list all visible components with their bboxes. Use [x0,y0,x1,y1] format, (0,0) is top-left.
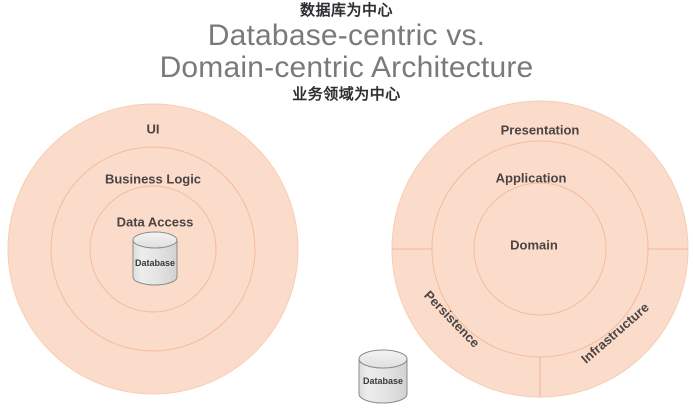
database-cylinder-external[interactable] [358,349,408,404]
ring-domain[interactable] [473,182,607,316]
database-centric-diagram [7,103,299,395]
domain-centric-diagram [391,100,689,398]
database-cylinder-left[interactable] [132,231,178,286]
